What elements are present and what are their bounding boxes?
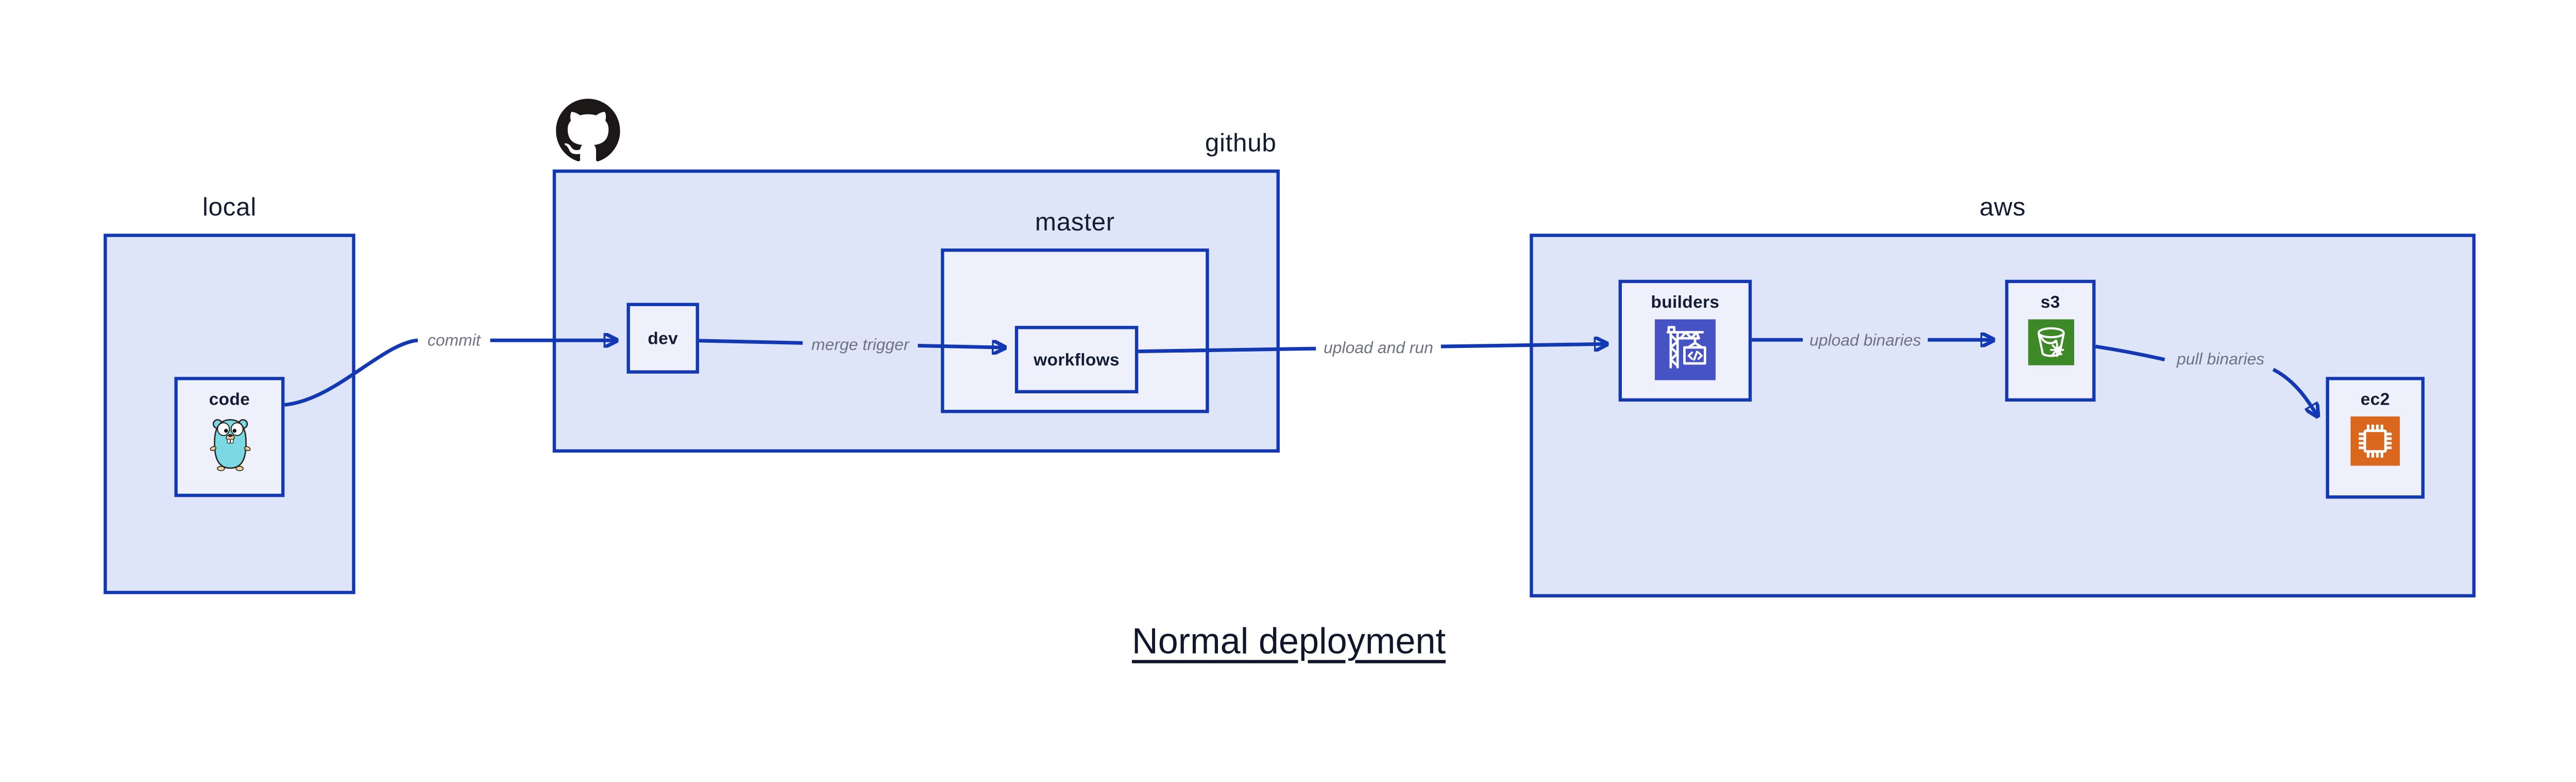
node-workflows: workflows — [1014, 326, 1139, 394]
node-dev: dev — [626, 303, 699, 374]
s3-bucket-snowflake-icon — [2027, 319, 2074, 365]
edge-upload-and-run-label: upload and run — [1324, 338, 1433, 357]
group-local-label: local — [202, 194, 257, 223]
github-octocat-icon — [556, 98, 620, 162]
node-ec2: ec2 — [2326, 377, 2425, 499]
node-code-label: code — [209, 390, 250, 410]
diagram-title: Normal deployment — [1131, 620, 1446, 662]
group-aws-label: aws — [1979, 194, 2026, 223]
node-ec2-label: ec2 — [2360, 390, 2390, 410]
edge-commit-label: commit — [428, 330, 481, 349]
group-github-label: github — [1205, 130, 1277, 158]
node-builders: builders — [1618, 279, 1752, 402]
node-code: code — [174, 377, 285, 497]
group-master-label: master — [1035, 209, 1115, 237]
codebuild-crane-icon — [1654, 319, 1716, 380]
ec2-chip-icon — [2350, 416, 2400, 466]
node-builders-label: builders — [1651, 293, 1720, 313]
go-gopher-icon — [209, 419, 250, 472]
node-dev-label: dev — [648, 328, 679, 348]
node-s3: s3 — [2005, 279, 2096, 402]
node-workflows-label: workflows — [1033, 350, 1120, 370]
node-s3-label: s3 — [2040, 293, 2060, 313]
